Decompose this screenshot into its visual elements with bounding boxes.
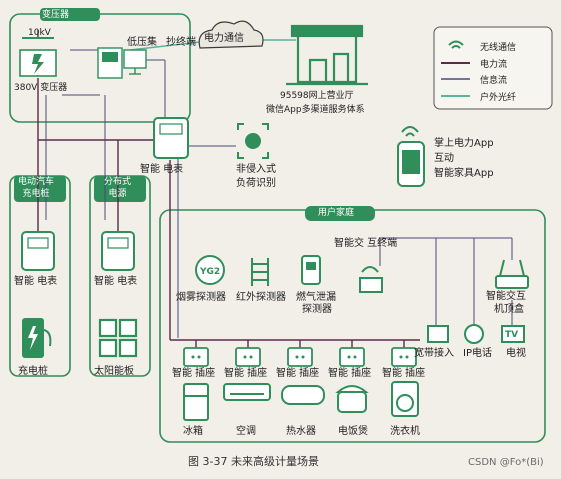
solar-panel-icon: [98, 318, 138, 358]
app-label-1: 掌上电力App: [434, 138, 494, 149]
distributed-power-title-bg: [94, 176, 146, 202]
legend-power-label: 电力流: [480, 60, 508, 70]
watermark: CSDN @Fo*(Bi): [468, 457, 544, 468]
yg2-text: YG2: [200, 267, 221, 277]
stb-label-2: 机顶盒: [494, 304, 524, 315]
power-comm-label: 电力通信: [204, 33, 244, 44]
phone-icon: [397, 126, 425, 187]
wifi-icon: [448, 40, 464, 49]
gas-detector-icon: [301, 255, 321, 285]
ev-charging-title-bg: [14, 176, 66, 202]
tenkv-label: 10kV: [28, 28, 51, 38]
washing-machine-icon: [391, 381, 419, 417]
set-top-box-icon: [495, 259, 529, 289]
tv-icon-text: TV: [505, 330, 519, 340]
ip-phone-label: IP电话: [463, 348, 492, 359]
stb-label-1: 智能交互: [486, 291, 526, 302]
v380-label: 380V 变压器: [14, 83, 68, 93]
water-heater-icon: [281, 385, 325, 405]
power-flow-lines: [37, 30, 420, 348]
legend-info-label: 信息流: [480, 76, 508, 86]
copy-terminal-label: 抄终端: [166, 37, 196, 48]
service-label-1: 95598网上营业厅: [280, 91, 354, 101]
transformer-icon: [19, 37, 57, 77]
service-building-icon: [286, 24, 368, 86]
transformer-box-title-bg: [40, 8, 100, 21]
smoke-detector-label: 烟雾探测器: [176, 292, 226, 303]
distributed-power-title: 分布式 电源: [104, 177, 132, 199]
user-home-title-bg: [305, 206, 375, 221]
legend-box: [433, 26, 553, 110]
socket-label-1: 智能 插座: [172, 368, 216, 379]
ip-phone-icon: [464, 324, 484, 344]
ev-meter-icon: [21, 231, 55, 271]
broadband-icon: [427, 325, 449, 343]
charger-label: 充电桩: [18, 366, 48, 377]
legend-fiber-label: 户外光纤: [480, 93, 517, 103]
user-home-title: 用户家庭: [318, 208, 355, 218]
lv-concentrator-label: 低压集: [127, 37, 157, 48]
concentrator-terminal-icon: [97, 47, 147, 79]
service-label-2: 微信App多渠道服务体系: [266, 105, 365, 115]
app-label-3: 智能家具App: [434, 168, 494, 179]
app-label-2: 互动: [434, 153, 454, 164]
smoke-detector-icon: [195, 255, 225, 285]
infrared-detector-label: 红外探测器: [236, 292, 286, 303]
nil-label-2: 负荷识别: [236, 178, 276, 189]
rice-cooker-icon: [335, 385, 369, 413]
ev-charging-title: 电动汽车 充电桩: [18, 177, 55, 199]
figure-caption: 图 3-37 未来高级计量场景: [188, 455, 319, 468]
socket-label-2: 智能 插座: [224, 368, 268, 379]
gas-detector-label-1: 燃气泄漏: [296, 292, 336, 303]
info-flow-lines: [45, 49, 513, 338]
broadband-label: 宽带接入: [414, 348, 454, 359]
wireless-router-icon: [359, 266, 383, 293]
smart-socket-icons: [183, 347, 417, 367]
socket-label-4: 智能 插座: [328, 368, 372, 379]
dg-meter-label: 智能 电表: [94, 276, 138, 287]
nil-label-1: 非侵入式: [236, 164, 276, 175]
gas-detector-label-2: 探测器: [302, 304, 332, 315]
cooker-label: 电饭煲: [338, 426, 368, 437]
load-identification-icon: [237, 123, 269, 159]
infrared-detector-icon: [251, 258, 269, 286]
air-conditioner-icon: [223, 383, 271, 401]
legend-wireless-label: 无线通信: [480, 43, 517, 53]
ev-meter-label: 智能 电表: [14, 276, 58, 287]
dg-meter-icon: [101, 231, 135, 271]
washer-label: 洗衣机: [390, 426, 420, 437]
fiber-lines: [129, 39, 296, 51]
heater-label: 热水器: [286, 426, 316, 437]
fridge-icon: [183, 383, 209, 421]
fridge-label: 冰箱: [183, 426, 203, 437]
socket-label-3: 智能 插座: [276, 368, 320, 379]
ac-label: 空调: [236, 426, 256, 437]
smart-terminal-label: 智能交 互终端: [334, 238, 398, 249]
transformer-box-title: 变压器: [42, 10, 70, 20]
tv-icon: [501, 325, 525, 343]
tv-label: 电视: [506, 348, 526, 359]
cloud-icon: [198, 20, 264, 49]
solar-label: 太阳能板: [94, 366, 134, 377]
smart-meter-main-label: 智能 电表: [140, 164, 184, 175]
socket-label-5: 智能 插座: [382, 368, 426, 379]
charger-icon: [22, 318, 52, 358]
socket-holes: [191, 355, 409, 359]
smart-meter-main-icon: [153, 117, 189, 159]
